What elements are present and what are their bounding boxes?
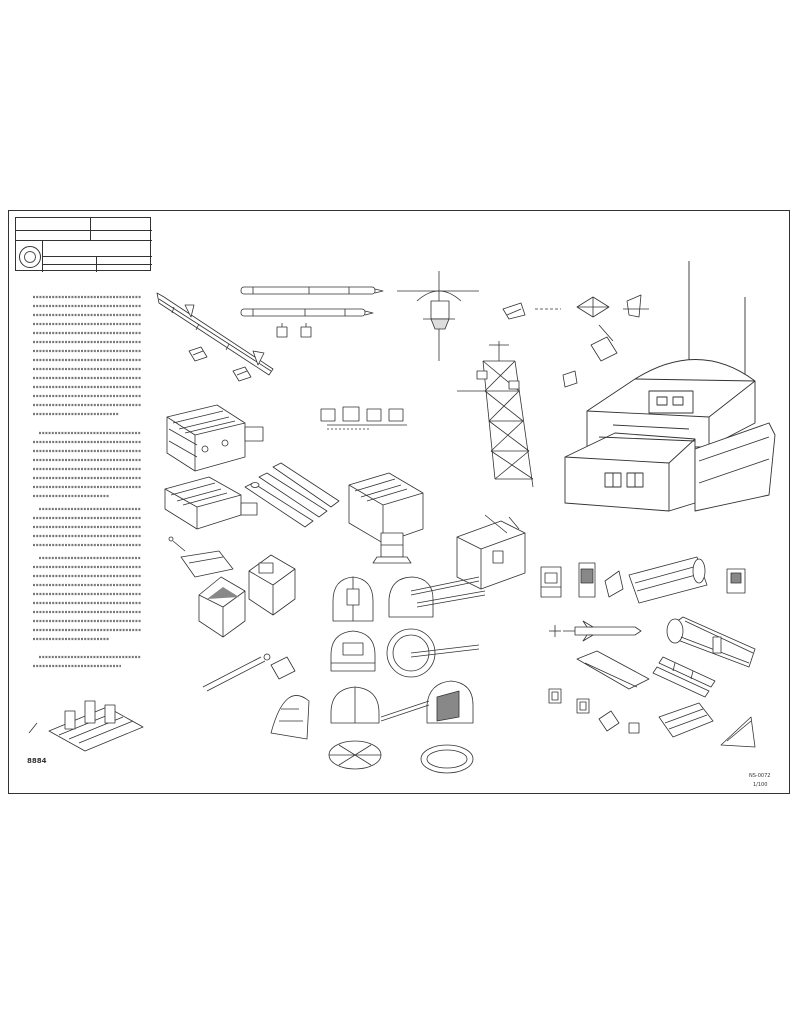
body-text-lines (33, 295, 141, 668)
lattice-mast (457, 341, 534, 488)
brand-logo: 8884 (27, 755, 47, 769)
deck-equipment-bottom-left (28, 700, 144, 752)
box-launcher-center (348, 472, 424, 564)
box-launcher-left-lower (164, 476, 258, 530)
gun-turret-mid-left (330, 630, 376, 672)
deckhouse-cabin (456, 514, 526, 590)
brand-logo-code: 8884 (27, 757, 47, 765)
ciws-units-row (540, 556, 746, 604)
gun-turret-top-left (332, 576, 374, 622)
superstructure-block (564, 261, 776, 512)
cylinder-cluster-right (666, 616, 756, 668)
line-art-diagram (28, 261, 776, 774)
missile-small-right (549, 620, 642, 642)
mast-top-assembly (397, 271, 479, 361)
gun-turret-bottom-left (328, 686, 382, 770)
frame-parts-bottom-right (548, 688, 756, 748)
box-launcher-left (166, 404, 264, 472)
missile-long (156, 292, 274, 376)
missile-brackets (188, 346, 252, 382)
gun-turret-bottom-right (380, 680, 474, 774)
drawing-sheet: NS-0072 1/100 8884 (8, 210, 790, 794)
sheet-code: NS-0072 (749, 773, 771, 779)
launch-tubes-diagonal (244, 462, 340, 528)
radar-parts-row (502, 294, 649, 388)
small-paired-parts (276, 323, 312, 338)
gun-mount-blocks (198, 554, 296, 638)
torpedoes-top (240, 286, 384, 317)
title-block-emblem (19, 246, 41, 268)
gun-turret-top-right (388, 576, 486, 618)
plate-parts-left (168, 536, 234, 578)
title-block (15, 217, 152, 272)
antenna-rods-left (202, 653, 310, 740)
mid-small-parts (320, 406, 407, 430)
rail-parts-right (576, 650, 716, 698)
sheet-scale: 1/100 (753, 782, 768, 788)
gun-turret-mid-right (386, 628, 480, 678)
